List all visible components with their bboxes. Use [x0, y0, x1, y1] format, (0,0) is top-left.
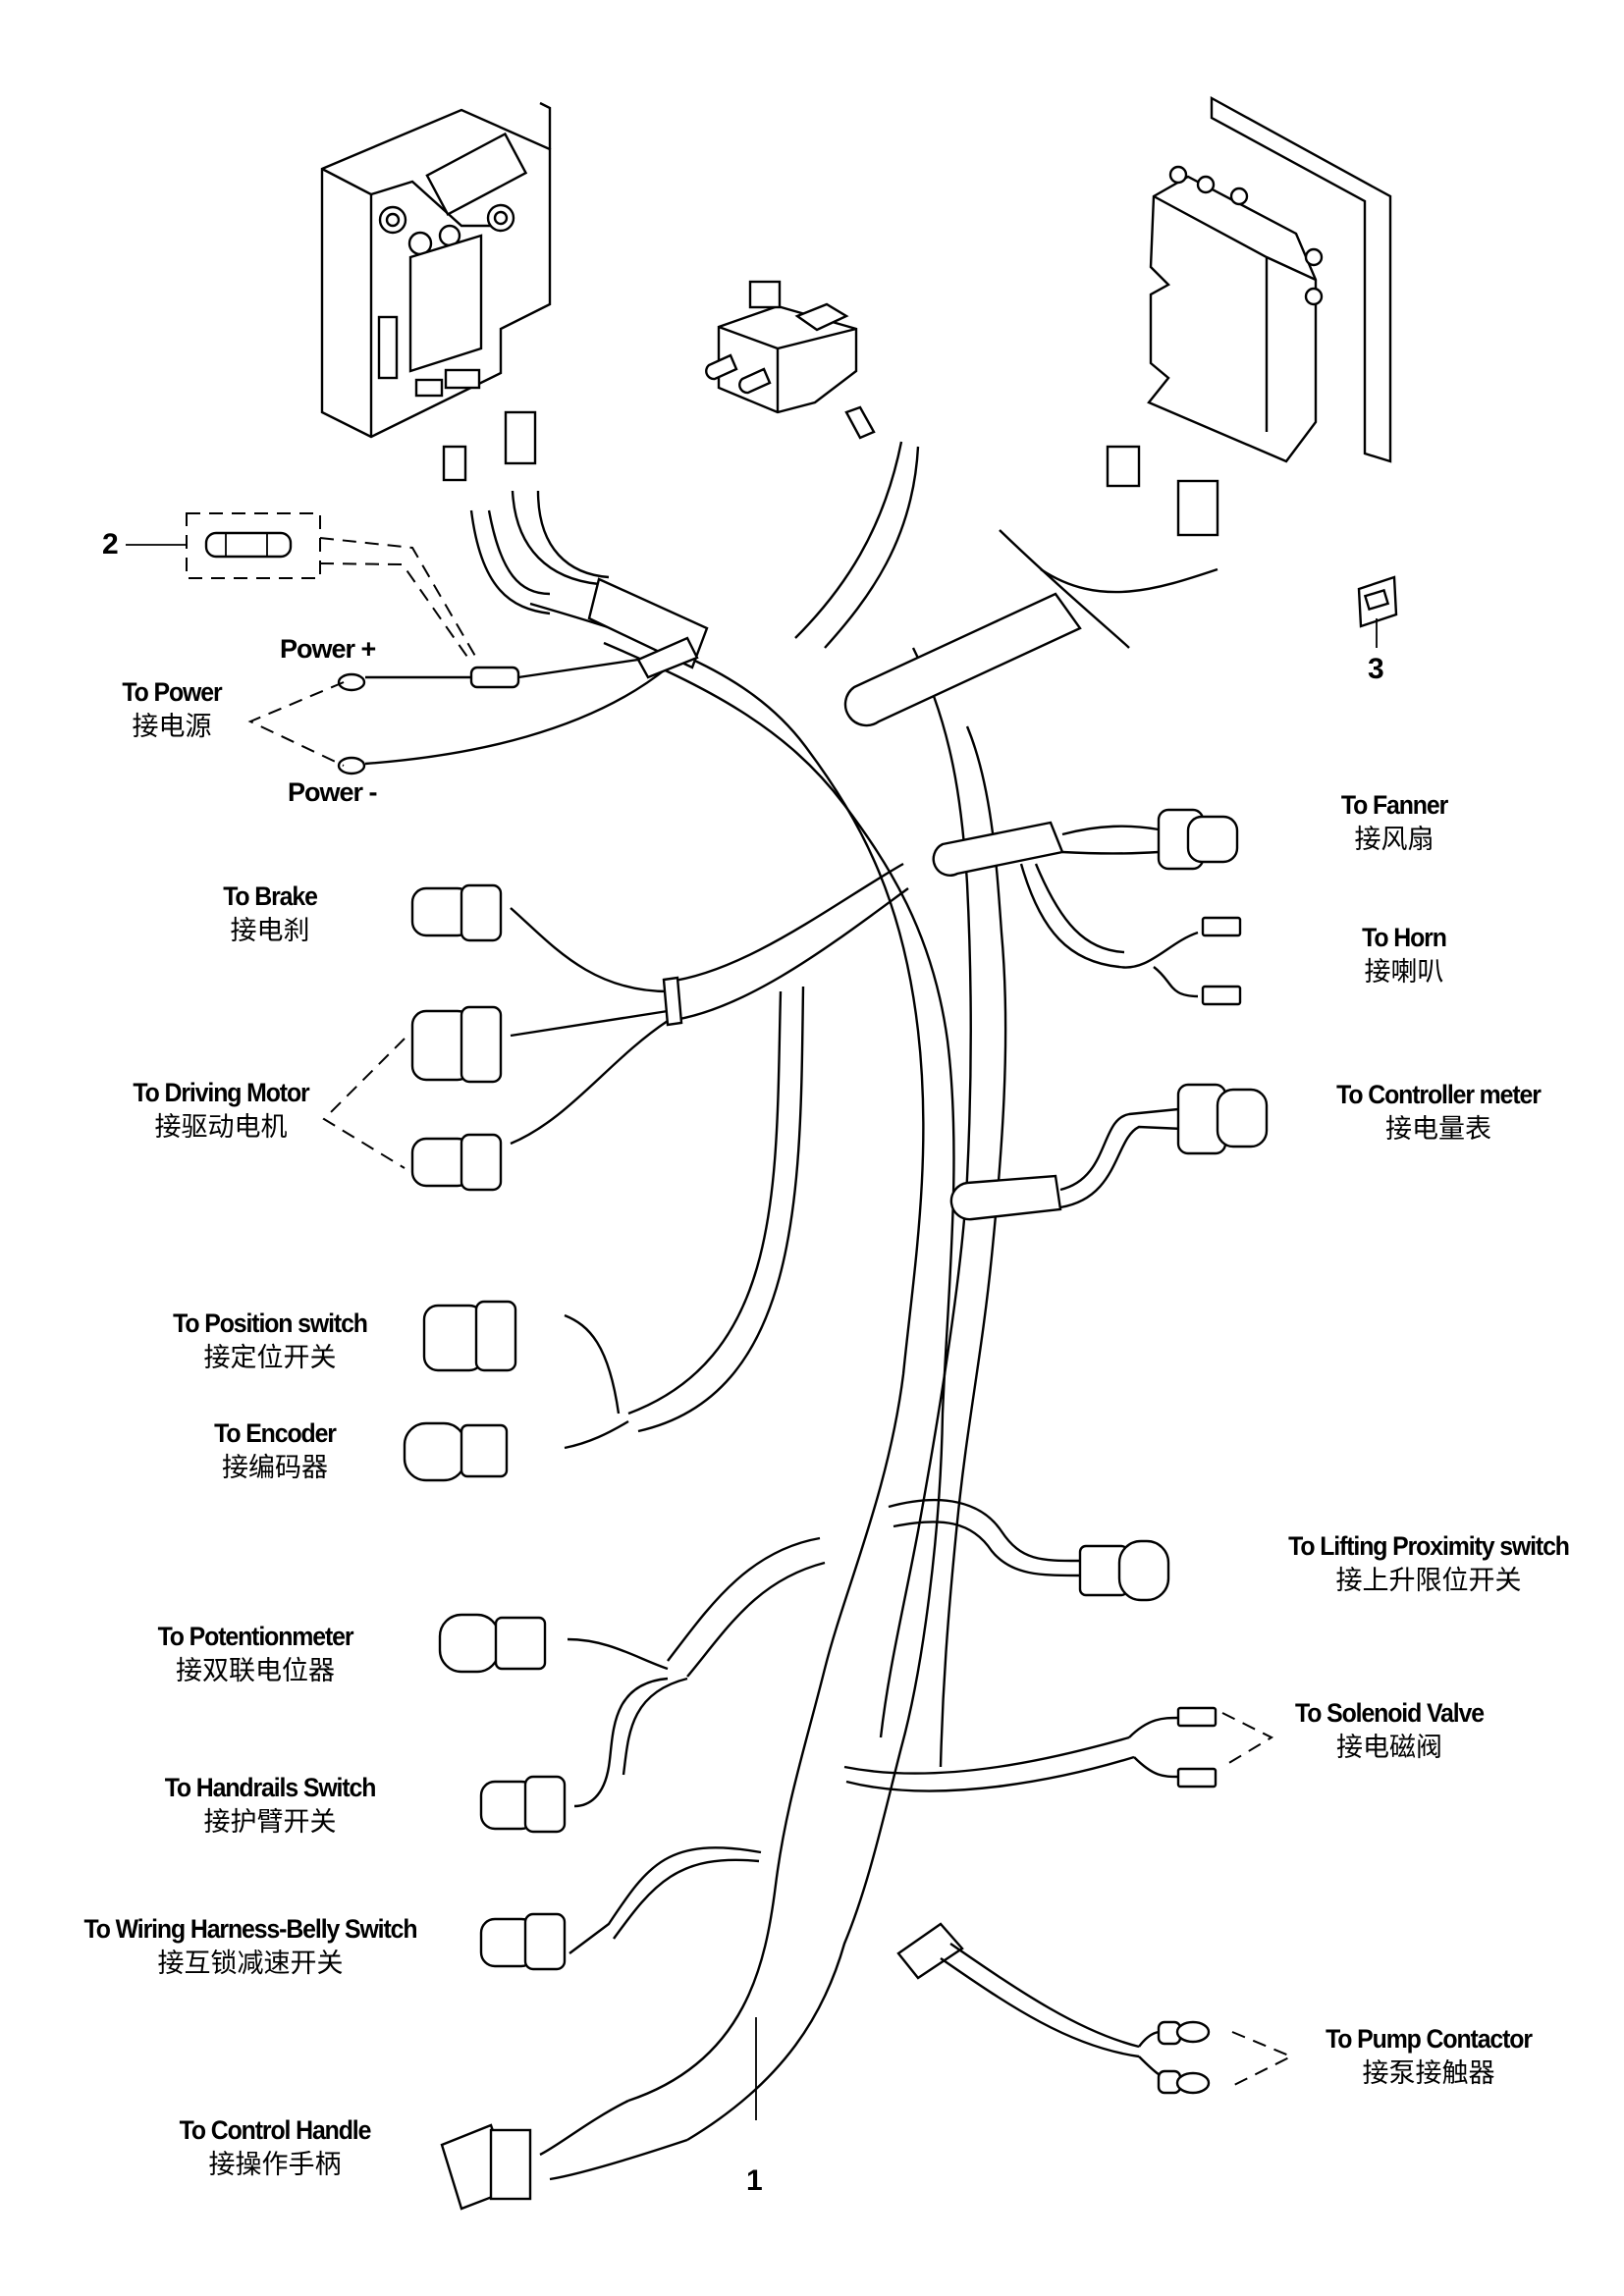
- power-minus-label: Power -: [288, 777, 378, 807]
- label-position-switch: To Position switch 接定位开关: [157, 1308, 383, 1373]
- label-encoder: To Encoder 接编码器: [191, 1418, 358, 1483]
- label-en: To Wiring Harness-Belly Switch: [83, 1914, 418, 1944]
- label-controller-meter: To Controller meter 接电量表: [1316, 1080, 1561, 1145]
- label-zh: 接电源: [132, 712, 212, 743]
- label-en: To Position switch: [173, 1308, 368, 1338]
- branch-control-handle: [440, 2099, 688, 2211]
- label-zh: 接喇叭: [1364, 957, 1444, 988]
- brake-connector: [410, 883, 503, 942]
- label-en: To Pump Contactor: [1326, 2024, 1533, 2054]
- label-en: To Solenoid Valve: [1295, 1698, 1485, 1728]
- label-to-power: To Power 接电源: [108, 677, 236, 742]
- contactor: [705, 280, 858, 414]
- label-horn: To Horn 接喇叭: [1340, 923, 1468, 988]
- power-leads: [337, 636, 699, 775]
- power-plus-label: Power +: [280, 634, 376, 664]
- encoder-connector: [403, 1421, 509, 1482]
- label-driving-motor: To Driving Motor 接驱动电机: [113, 1078, 329, 1143]
- label-brake: To Brake 接电刹: [196, 881, 344, 946]
- left-branch-brake-motor: [322, 862, 909, 1192]
- label-potentiometer: To Potentionmeter 接双联电位器: [137, 1622, 373, 1686]
- label-en: To Potentionmeter: [157, 1622, 354, 1651]
- label-en: To Handrails Switch: [164, 1773, 377, 1802]
- label-zh: 接护臂开关: [203, 1807, 337, 1839]
- callout-part-2: 2: [102, 528, 119, 561]
- callout-part-1: 1: [746, 2164, 763, 2197]
- belly-switch-connector: [479, 1912, 567, 1971]
- lifting-proximity-connector: [1078, 1539, 1170, 1602]
- control-handle-connector: [440, 2123, 532, 2211]
- label-en: To Fanner: [1340, 790, 1448, 820]
- label-en: To Control Handle: [179, 2115, 372, 2145]
- label-en: To Lifting Proximity switch: [1288, 1531, 1570, 1561]
- label-zh: 接编码器: [222, 1453, 328, 1484]
- label-control-handle: To Control Handle 接操作手柄: [162, 2115, 388, 2180]
- handrails-connector: [479, 1775, 567, 1834]
- branch-position-encoder: [403, 986, 805, 1482]
- label-pump-contactor: To Pump Contactor 接泵接触器: [1311, 2024, 1546, 2089]
- label-en: To Encoder: [214, 1418, 337, 1448]
- label-zh: 接互锁减速开关: [157, 1949, 344, 1980]
- position-switch-connector: [422, 1300, 517, 1372]
- label-zh: 接风扇: [1354, 825, 1435, 856]
- label-solenoid-valve: To Solenoid Valve 接电磁阀: [1281, 1698, 1497, 1763]
- top-branches: [442, 405, 1219, 727]
- label-zh: 接双联电位器: [176, 1656, 335, 1687]
- branch-pot-handrails-belly: [438, 1536, 826, 1971]
- motor-connector-1: [410, 1005, 503, 1084]
- potentiometer-connector: [438, 1613, 547, 1674]
- label-zh: 接操作手柄: [208, 2150, 342, 2181]
- right-branches: [843, 808, 1294, 2095]
- clip-part-3: [1357, 575, 1398, 648]
- label-en: To Brake: [223, 881, 318, 911]
- label-belly-switch: To Wiring Harness-Belly Switch 接互锁减速开关: [59, 1914, 442, 1979]
- controller-meter-connector: [1176, 1083, 1269, 1155]
- label-handrails-switch: To Handrails Switch 接护臂开关: [147, 1773, 393, 1838]
- fuse-part-2: [126, 512, 477, 661]
- label-zh: 接电量表: [1385, 1114, 1491, 1146]
- label-zh: 接泵接触器: [1362, 2058, 1495, 2090]
- label-en: To Driving Motor: [133, 1078, 309, 1107]
- pump-controller: [1147, 95, 1392, 463]
- label-zh: 接驱动电机: [154, 1112, 288, 1144]
- label-zh: 接电磁阀: [1336, 1733, 1442, 1764]
- label-en: To Power: [122, 677, 222, 707]
- label-zh: 接电刹: [230, 916, 310, 947]
- label-fanner: To Fanner 接风扇: [1321, 790, 1468, 855]
- fanner-connector: [1157, 808, 1239, 871]
- label-zh: 接上升限位开关: [1335, 1566, 1522, 1597]
- label-en: To Horn: [1362, 923, 1447, 952]
- label-lifting-proximity: To Lifting Proximity switch 接上升限位开关: [1257, 1531, 1600, 1596]
- leader-lines: [247, 681, 757, 2120]
- harness-trunk: [529, 602, 1007, 2142]
- drive-controller: [320, 101, 552, 439]
- callout-part-3: 3: [1368, 653, 1384, 685]
- label-zh: 接定位开关: [203, 1343, 337, 1374]
- motor-connector-2: [410, 1133, 503, 1192]
- label-en: To Controller meter: [1336, 1080, 1542, 1109]
